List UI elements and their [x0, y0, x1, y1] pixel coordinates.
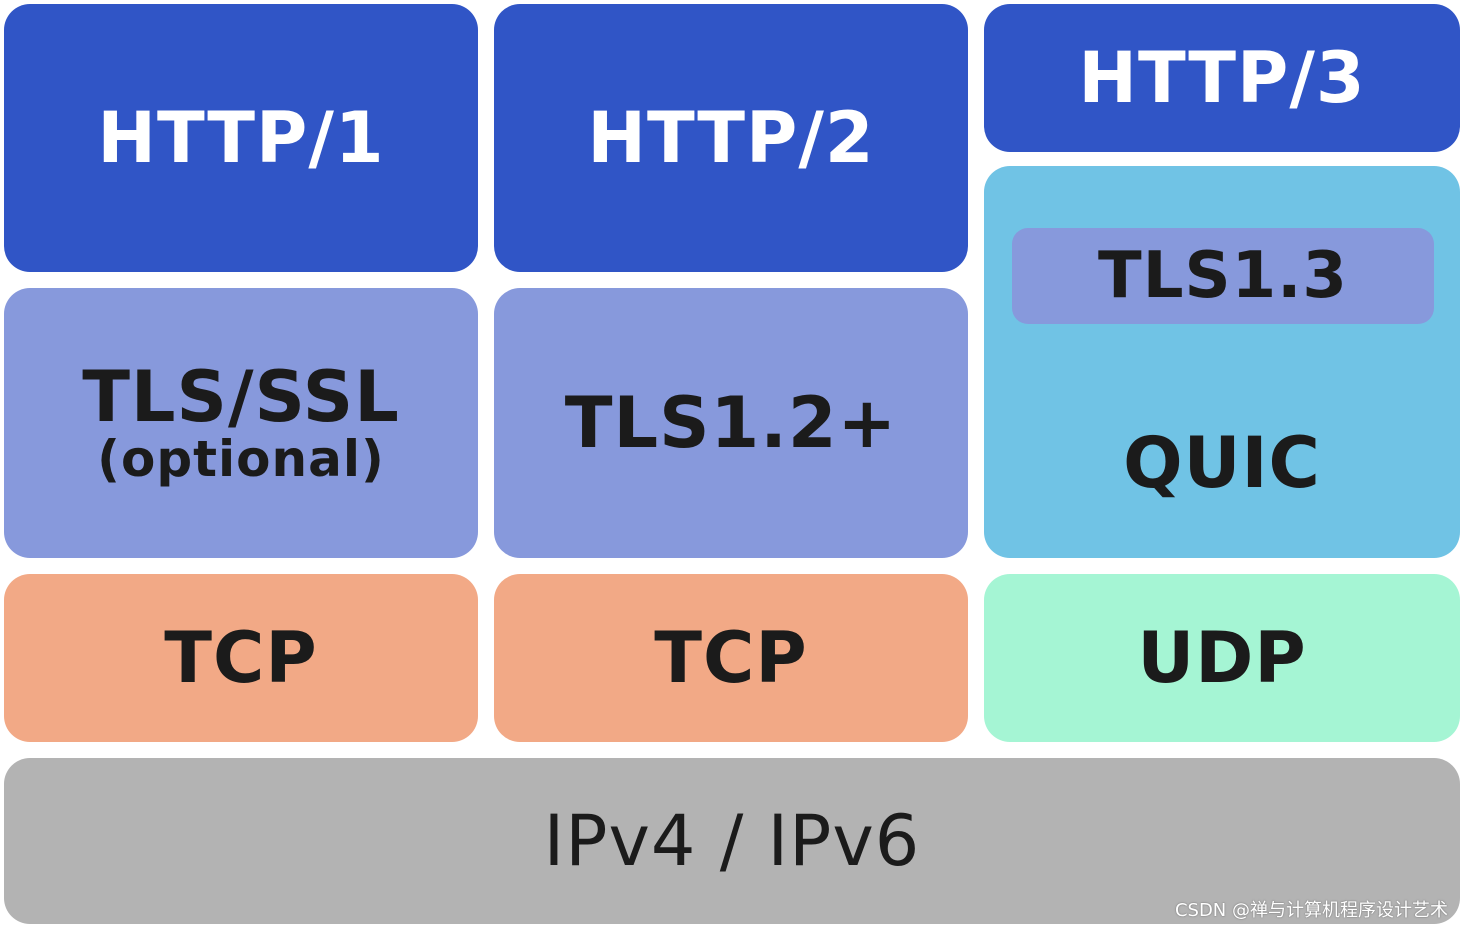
tcp-block-http1: TCP: [4, 574, 478, 742]
http2-label: HTTP/2: [587, 97, 875, 179]
quic-label: QUIC: [1123, 422, 1321, 504]
http3-block: HTTP/3: [984, 4, 1460, 152]
http2-block: HTTP/2: [494, 4, 968, 272]
tls13-block: TLS1.3: [1012, 228, 1434, 324]
http3-label: HTTP/3: [1078, 37, 1366, 119]
tls-ssl-block: TLS/SSL (optional): [4, 288, 478, 558]
tls12-label: TLS1.2+: [564, 382, 898, 464]
udp-label: UDP: [1137, 617, 1307, 699]
tcp-label-http1: TCP: [164, 617, 318, 699]
quic-block: TLS1.3 QUIC: [984, 166, 1460, 558]
watermark: CSDN @禅与计算机程序设计艺术: [1174, 900, 1448, 921]
udp-block: UDP: [984, 574, 1460, 742]
tcp-block-http2: TCP: [494, 574, 968, 742]
tls12-block: TLS1.2+: [494, 288, 968, 558]
tls-ssl-label: TLS/SSL: [82, 356, 400, 438]
http1-block: HTTP/1: [4, 4, 478, 272]
tls-ssl-optional-note: (optional): [97, 430, 385, 488]
ip-block: IPv4 / IPv6: [4, 758, 1460, 924]
tls13-label: TLS1.3: [1098, 239, 1348, 313]
ip-label: IPv4 / IPv6: [543, 800, 921, 882]
http1-label: HTTP/1: [97, 97, 385, 179]
tcp-label-http2: TCP: [654, 617, 808, 699]
